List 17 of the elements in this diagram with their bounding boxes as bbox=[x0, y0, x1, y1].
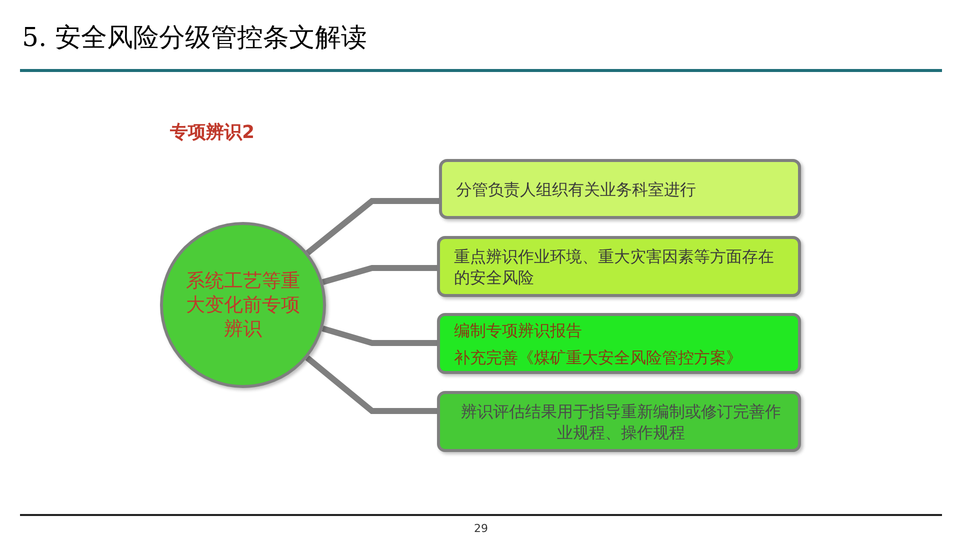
section-heading: 专项辨识2 bbox=[170, 121, 255, 144]
connector-line bbox=[306, 198, 439, 256]
step-box bbox=[437, 236, 801, 297]
node-text: 系统工艺等重大变化前专项辨识 bbox=[185, 269, 301, 341]
connector-line bbox=[322, 326, 437, 346]
page-number: 29 bbox=[474, 522, 488, 535]
slide-title: 5. 安全风险分级管控条文解读 bbox=[22, 22, 368, 55]
connector-line bbox=[322, 265, 437, 285]
step-box bbox=[437, 313, 801, 374]
node-text: 编制专项辨识报告 bbox=[454, 320, 582, 340]
node-text: 分管负责人组织有关业务科室进行 bbox=[456, 178, 696, 200]
connector-line bbox=[305, 355, 437, 414]
step-box bbox=[437, 391, 801, 452]
node-text: 补充完善《煤矿重大安全风险管控方案》 bbox=[454, 346, 742, 368]
node-text: 重点辨识作业环境、重大灾害因素等方面存在的安全风险 bbox=[454, 246, 775, 288]
node-text: 辨识评估结果用于指导重新编制或修订完善作业规程、操作规程 bbox=[460, 400, 782, 442]
step-box bbox=[439, 159, 801, 219]
